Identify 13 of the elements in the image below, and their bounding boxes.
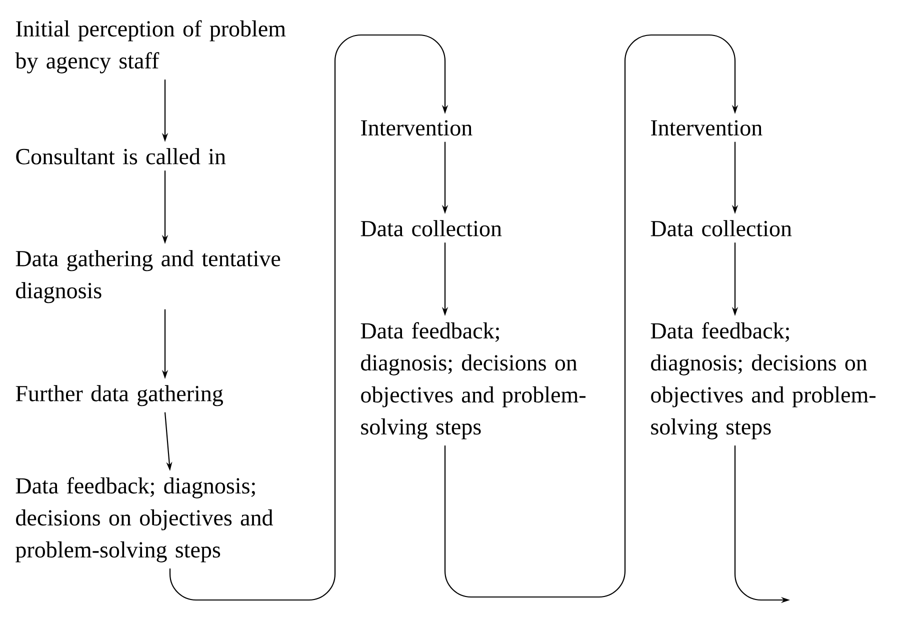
step-text: Consultant is called in (16, 148, 226, 164)
step-text: Initial perception of problem by agency staff (15, 20, 286, 74)
step-text: Further data gathering (16, 385, 223, 406)
step-text: Data feedback; diagnosis; decisions on objectives and problem-solving steps (16, 477, 273, 562)
arrow (444, 34, 738, 598)
step-text: Data collection (360, 220, 502, 236)
step-text: Data feedback; diagnosis; decisions on objectives and problem-solving steps (360, 322, 586, 440)
step-text: Data feedback; diagnosis; decisions on objectives and problem-solving steps (650, 322, 876, 440)
step-text: Data collection (650, 220, 792, 236)
step-text: Data gathering and tentative diagnosis (16, 250, 280, 304)
step-text: Intervention (361, 120, 472, 136)
arrow (169, 34, 448, 601)
step-text: Intervention (651, 120, 762, 136)
